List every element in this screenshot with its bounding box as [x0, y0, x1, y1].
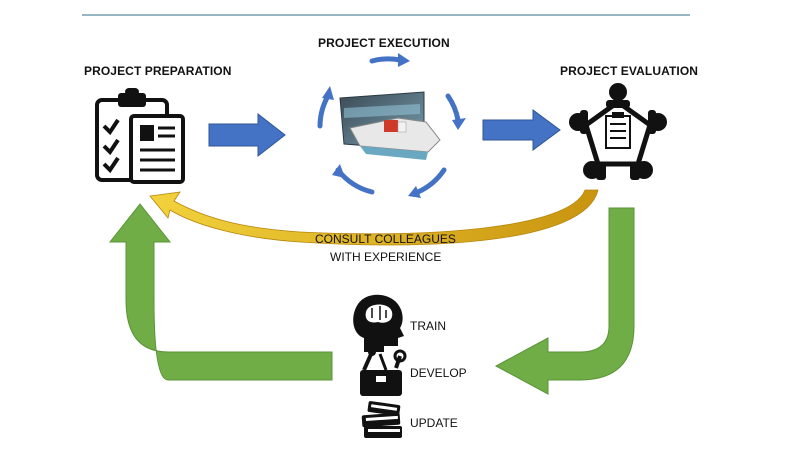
green-feedback-arrow-right — [494, 207, 635, 395]
develop-label: DEVELOP — [410, 366, 467, 380]
consult-colleagues-arrow — [149, 189, 599, 246]
consult-label-line1: CONSULT COLLEAGUES — [315, 232, 456, 246]
arrow-preparation-to-execution — [208, 112, 286, 158]
green-return-arrow-left — [108, 203, 333, 381]
update-label: UPDATE — [410, 416, 458, 430]
execution-cycle-arrowheads — [322, 53, 466, 198]
clipboard-checklist-icon — [95, 88, 185, 184]
train-label: TRAIN — [410, 319, 446, 333]
consult-label-line2: WITH EXPERIENCE — [330, 250, 442, 264]
brain-head-icon — [353, 294, 404, 352]
arrow-execution-to-evaluation — [482, 109, 561, 151]
evaluation-title: PROJECT EVALUATION — [560, 64, 699, 78]
preparation-title: PROJECT PREPARATION — [84, 64, 232, 78]
ship-simulator-screen-icon — [339, 91, 441, 160]
execution-title: PROJECT EXECUTION — [318, 36, 450, 50]
meeting-table-icon — [569, 83, 667, 180]
books-icon — [361, 401, 402, 438]
toolbox-icon — [360, 348, 407, 396]
